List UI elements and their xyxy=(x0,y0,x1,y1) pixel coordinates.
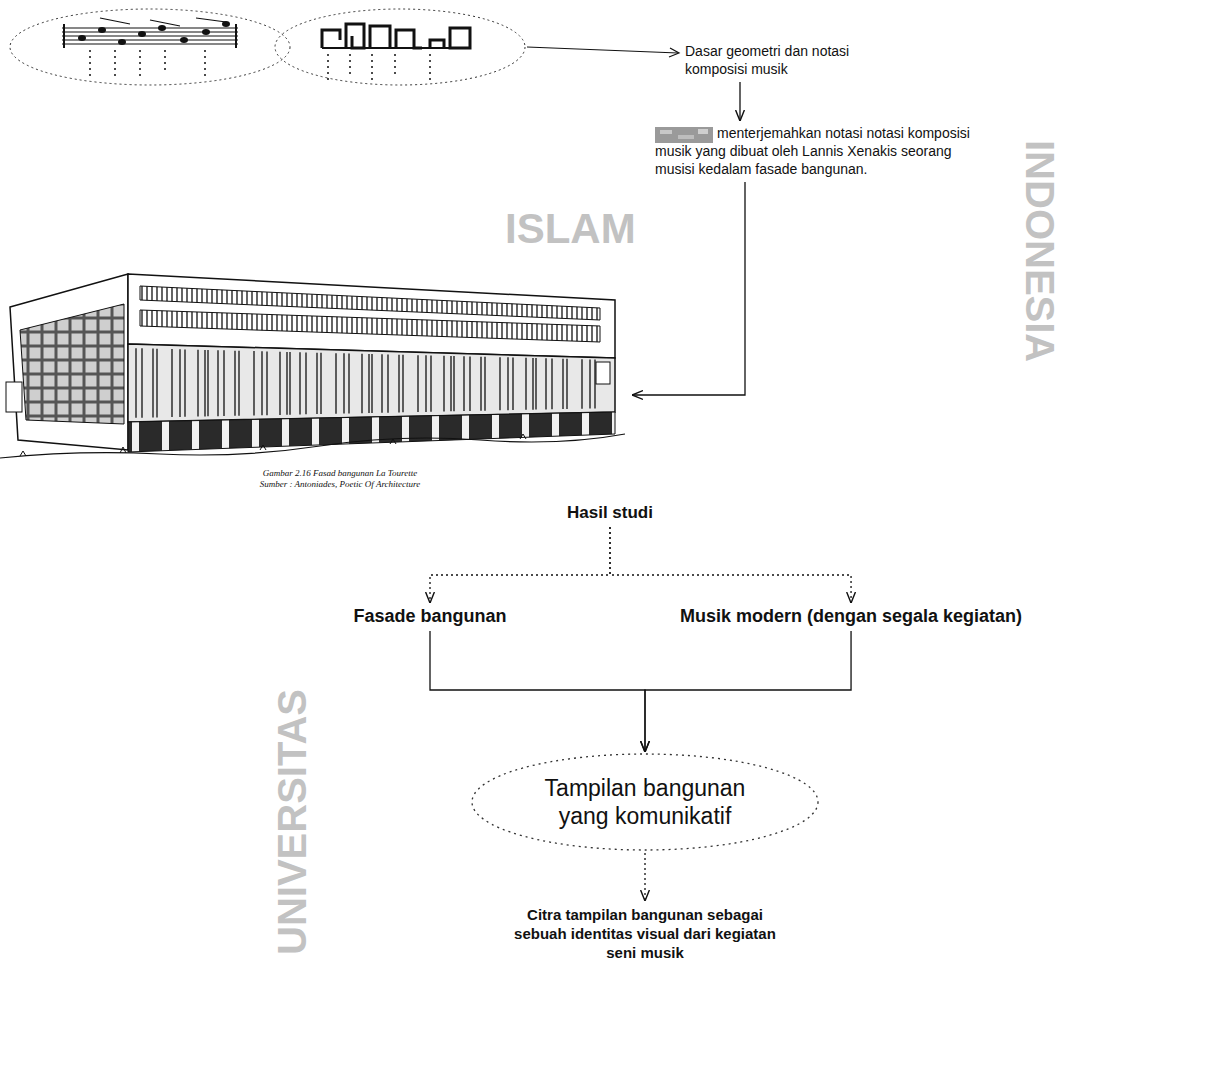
facade-mullion xyxy=(234,351,235,416)
facade-mullion xyxy=(368,354,369,413)
building-illustration xyxy=(0,274,625,458)
facade-mullion xyxy=(551,358,552,409)
facade-mullion xyxy=(286,352,287,415)
outcome-ellipse: Tampilan bangunan yang komunikatif xyxy=(470,752,820,852)
facade-mullion xyxy=(279,352,280,415)
facade-mullion xyxy=(450,356,451,411)
node-text: Dasar geometri dan notasi komposisi musi… xyxy=(685,42,850,78)
facade-mullion xyxy=(562,359,563,409)
facade-mullion xyxy=(525,358,526,410)
facade-mullion xyxy=(156,349,157,418)
node-text: Musik modern (dengan segala kegiatan) xyxy=(680,606,1022,627)
facade-mullion xyxy=(480,357,481,411)
facade-mullion xyxy=(261,351,262,415)
facade-mullion xyxy=(141,348,142,417)
facade-mullion xyxy=(343,353,344,413)
facade-mullion xyxy=(184,349,185,416)
facade-mullion xyxy=(443,356,444,412)
facade-mullion xyxy=(430,355,431,411)
flow-arrow xyxy=(430,631,645,752)
node-text: Hasil studi xyxy=(567,503,653,523)
facade-mullion xyxy=(425,355,426,412)
facade-mullion xyxy=(469,356,470,411)
facade-mullion xyxy=(381,354,382,413)
facade-mullion xyxy=(371,354,372,413)
facade-mullion xyxy=(289,352,290,415)
pointer-line xyxy=(527,47,678,53)
flow-arrow xyxy=(430,527,610,603)
result-item: Musik modern (dengan segala kegiatan) xyxy=(680,606,1022,627)
facade-mullion xyxy=(305,352,306,414)
facade-mullion xyxy=(453,356,454,411)
music-sketch-right xyxy=(275,9,525,85)
node-text: Fasade bangunan xyxy=(353,606,506,627)
facade-mullion xyxy=(512,357,513,410)
facade-mullion xyxy=(589,359,590,408)
facade-mullion xyxy=(398,355,399,413)
facade-mullion xyxy=(223,350,224,416)
ellipse-label: Tampilan bangunan yang komunikatif xyxy=(530,774,760,830)
note-text: menterjemahkan notasi notasi komposisi m… xyxy=(655,124,970,178)
redaction-block xyxy=(655,127,713,143)
facade-mullion xyxy=(387,354,388,412)
facade-mullion xyxy=(581,359,582,408)
facade-mullion xyxy=(152,349,153,418)
flow-arrow xyxy=(739,82,740,121)
result-item: Fasade bangunan xyxy=(353,606,506,627)
music-sketch-left xyxy=(10,9,290,85)
facade-mullion xyxy=(266,351,267,415)
facade-mullion xyxy=(171,349,172,417)
step-heading: Hasil studi xyxy=(567,503,653,523)
watermark: INDONESIA xyxy=(1017,140,1062,362)
facade-mullion xyxy=(253,351,254,415)
facade-mullion xyxy=(566,359,567,409)
watermark: ISLAM xyxy=(505,205,636,253)
flow-arrow xyxy=(645,631,851,752)
facade-mullion xyxy=(135,348,136,418)
facade-mullion xyxy=(463,356,464,411)
facade-mullion xyxy=(179,349,180,417)
facade-mullion xyxy=(348,353,349,413)
facade-mullion xyxy=(535,358,536,410)
conclusion-text: Citra tampilan bangunan sebagai sebuah i… xyxy=(505,905,785,962)
facade-mullion xyxy=(197,350,198,417)
facade-mullion xyxy=(316,353,317,414)
facade-mullion xyxy=(335,353,336,414)
facade-mullion xyxy=(484,357,485,411)
facade-mullion xyxy=(499,357,500,410)
node-text: menterjemahkan notasi notasi komposisi m… xyxy=(655,124,970,178)
facade-mullion xyxy=(361,354,362,413)
ellipse-outline xyxy=(470,752,820,852)
watermark: UNIVERSITAS xyxy=(270,689,315,955)
building-figure: Gambar 2.16 Fasad bangunan La TouretteSu… xyxy=(0,262,630,490)
ellipse-outline xyxy=(472,754,818,850)
facade-mullion xyxy=(545,358,546,409)
facade-mullion xyxy=(417,355,418,412)
node-text: Citra tampilan bangunan sebagai sebuah i… xyxy=(505,905,785,962)
facade-mullion xyxy=(320,353,321,414)
flow-arrow xyxy=(632,182,745,395)
node-text: Sumber : Antoniades, Poetic Of Architect… xyxy=(50,479,630,490)
facade-mullion xyxy=(207,350,208,416)
flow-arrow xyxy=(644,853,645,901)
facade-mullion xyxy=(204,350,205,417)
flow-arrow xyxy=(610,527,851,603)
facade-mullion xyxy=(217,350,218,416)
note-text: Dasar geometri dan notasi komposisi musi… xyxy=(685,42,850,78)
facade-mullion xyxy=(402,355,403,413)
node-text: Gambar 2.16 Fasad bangunan La Tourette xyxy=(50,468,630,479)
facade-mullion xyxy=(299,352,300,414)
pointer-head xyxy=(669,48,679,57)
facade-mullion xyxy=(532,358,533,410)
facade-mullion xyxy=(238,351,239,416)
facade-mullion xyxy=(507,357,508,410)
facade-mullion xyxy=(594,360,595,409)
